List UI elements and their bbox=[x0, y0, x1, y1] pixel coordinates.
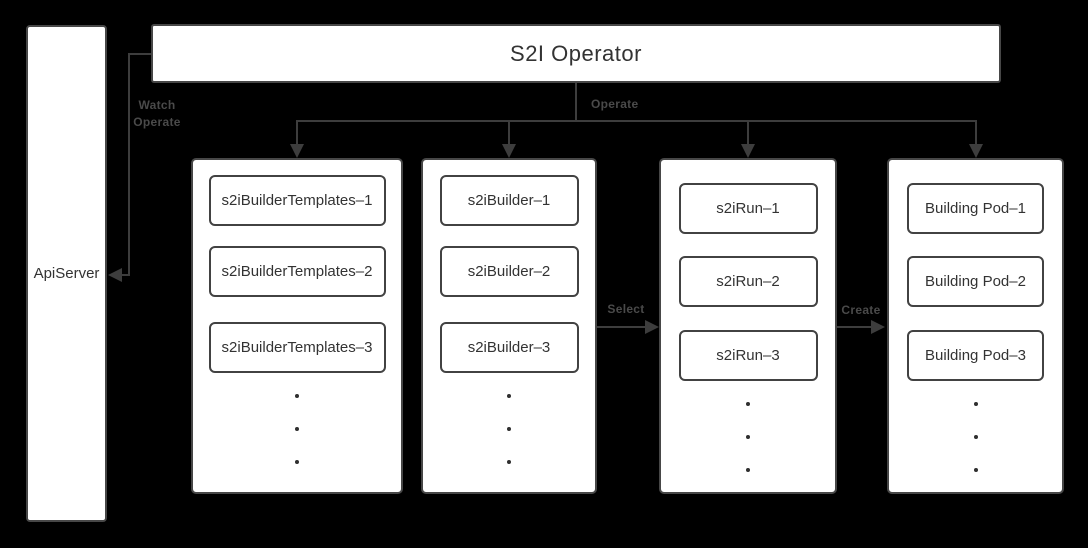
node-label: s2iBuilder–3 bbox=[467, 338, 551, 356]
dot bbox=[746, 402, 750, 406]
dot bbox=[973, 435, 978, 439]
node-label: s2iRun–1 bbox=[716, 199, 780, 217]
node-label: s2iRun–3 bbox=[716, 346, 780, 364]
node-building-pod-1: Building Pod–1 bbox=[907, 183, 1044, 234]
node-s2ibuilder-3: s2iBuilder–3 bbox=[439, 322, 579, 373]
node-s2ibuilder-2: s2iBuilder–2 bbox=[439, 246, 579, 297]
node-s2ibuildertemplates-2: s2iBuilderTemplates–2 bbox=[208, 246, 386, 297]
dot bbox=[507, 460, 511, 464]
operate-edge-label: Operate bbox=[591, 97, 639, 111]
node-label: Building Pod–3 bbox=[925, 346, 1026, 364]
watch-label-line1: Watch bbox=[138, 98, 176, 112]
watch-operate-connector bbox=[108, 53, 151, 282]
dot bbox=[295, 427, 299, 431]
node-s2ibuildertemplates-3: s2iBuilderTemplates–3 bbox=[208, 322, 386, 373]
s2i-operator-label: S2I Operator bbox=[510, 40, 642, 66]
node-s2irun-3: s2iRun–3 bbox=[678, 330, 818, 381]
ellipsis-dots bbox=[746, 402, 750, 501]
node-building-pod-3: Building Pod–3 bbox=[907, 330, 1044, 381]
dot bbox=[973, 468, 978, 472]
node-label: s2iBuilder–1 bbox=[467, 191, 551, 209]
group-s2i-run: s2iRun–1 s2iRun–2 s2iRun–3 bbox=[659, 158, 837, 494]
dot bbox=[973, 402, 978, 406]
ellipsis-dots bbox=[295, 394, 299, 493]
apiserver-node: ApiServer bbox=[26, 25, 107, 522]
dot bbox=[746, 435, 750, 439]
node-label: s2iBuilder–2 bbox=[467, 262, 551, 280]
node-s2irun-2: s2iRun–2 bbox=[678, 256, 818, 307]
create-connector bbox=[837, 320, 885, 334]
node-label: s2iBuilderTemplates–2 bbox=[221, 262, 373, 280]
node-s2irun-1: s2iRun–1 bbox=[678, 183, 818, 234]
apiserver-label: ApiServer bbox=[33, 265, 100, 282]
node-s2ibuilder-1: s2iBuilder–1 bbox=[439, 175, 579, 226]
select-edge-label: Select bbox=[607, 302, 645, 316]
node-label: s2iBuilderTemplates–3 bbox=[221, 338, 373, 356]
create-edge-label: Create bbox=[841, 303, 881, 317]
dot bbox=[295, 394, 299, 398]
operate-connector bbox=[290, 83, 983, 158]
node-label: s2iBuilderTemplates–1 bbox=[221, 191, 373, 209]
node-label: Building Pod–2 bbox=[925, 272, 1026, 290]
select-connector bbox=[597, 320, 659, 334]
dot bbox=[295, 460, 299, 464]
watch-label-line2: Operate bbox=[133, 115, 181, 129]
group-s2i-builder-templates: s2iBuilderTemplates–1 s2iBuilderTemplate… bbox=[191, 158, 403, 494]
ellipsis-dots bbox=[973, 402, 978, 501]
dot bbox=[507, 394, 511, 398]
group-building-pod: Building Pod–1 Building Pod–2 Building P… bbox=[887, 158, 1064, 494]
watch-operate-edge-label: Watch Operate bbox=[128, 97, 186, 131]
s2i-operator-node: S2I Operator bbox=[151, 24, 1001, 83]
node-building-pod-2: Building Pod–2 bbox=[907, 256, 1044, 307]
dot bbox=[746, 468, 750, 472]
dot bbox=[507, 427, 511, 431]
node-s2ibuildertemplates-1: s2iBuilderTemplates–1 bbox=[208, 175, 386, 226]
group-s2i-builder: s2iBuilder–1 s2iBuilder–2 s2iBuilder–3 bbox=[421, 158, 597, 494]
ellipsis-dots bbox=[507, 394, 511, 493]
node-label: s2iRun–2 bbox=[716, 272, 780, 290]
node-label: Building Pod–1 bbox=[925, 199, 1026, 217]
